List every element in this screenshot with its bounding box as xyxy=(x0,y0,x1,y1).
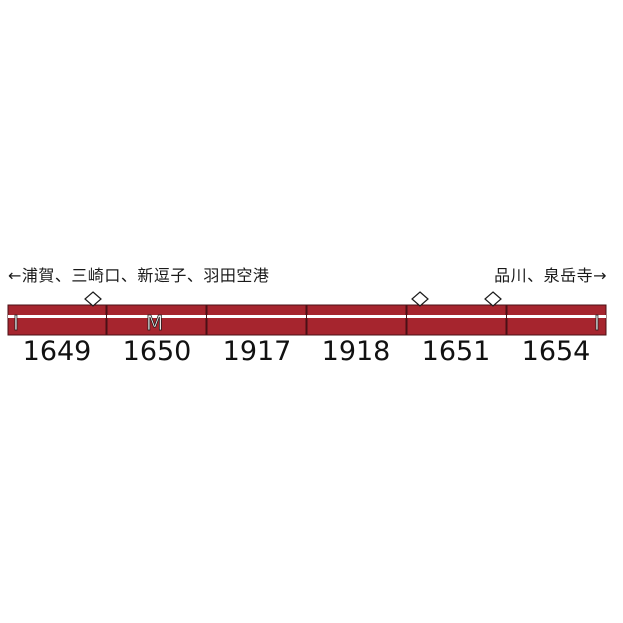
car-number: 1654 xyxy=(521,336,591,367)
pantograph-icon xyxy=(484,291,502,307)
car-body xyxy=(306,304,407,336)
car-1 xyxy=(7,291,107,336)
car-body xyxy=(406,304,507,336)
pantograph-icon xyxy=(84,291,102,307)
car-body xyxy=(506,304,607,336)
car-2-mark: M xyxy=(146,311,163,335)
car-body xyxy=(7,304,107,336)
destination-left-label: ←浦賀、三崎口、新逗子、羽田空港 xyxy=(8,266,270,285)
car-stripe xyxy=(407,315,506,318)
car-6 xyxy=(506,304,607,336)
destination-right-label: 品川、泉岳寺→ xyxy=(494,266,607,285)
car-3 xyxy=(206,304,307,336)
car-number: 1917 xyxy=(222,336,292,367)
car-body xyxy=(106,304,207,336)
car-body xyxy=(206,304,307,336)
car-6-mark: I xyxy=(594,311,600,335)
car-2 xyxy=(106,304,207,336)
car-stripe xyxy=(107,315,206,318)
car-number: 1649 xyxy=(22,336,92,367)
car-5 xyxy=(406,291,507,336)
car-number: 1651 xyxy=(421,336,491,367)
car-stripe xyxy=(207,315,306,318)
car-stripe xyxy=(8,315,106,318)
car-stripe xyxy=(307,315,406,318)
car-1-mark: I xyxy=(13,311,19,335)
car-number: 1918 xyxy=(321,336,391,367)
pantograph-icon xyxy=(411,291,429,307)
car-number: 1650 xyxy=(122,336,192,367)
car-4 xyxy=(306,304,407,336)
car-stripe xyxy=(507,315,606,318)
train-formation-diagram: I M I xyxy=(7,291,607,336)
